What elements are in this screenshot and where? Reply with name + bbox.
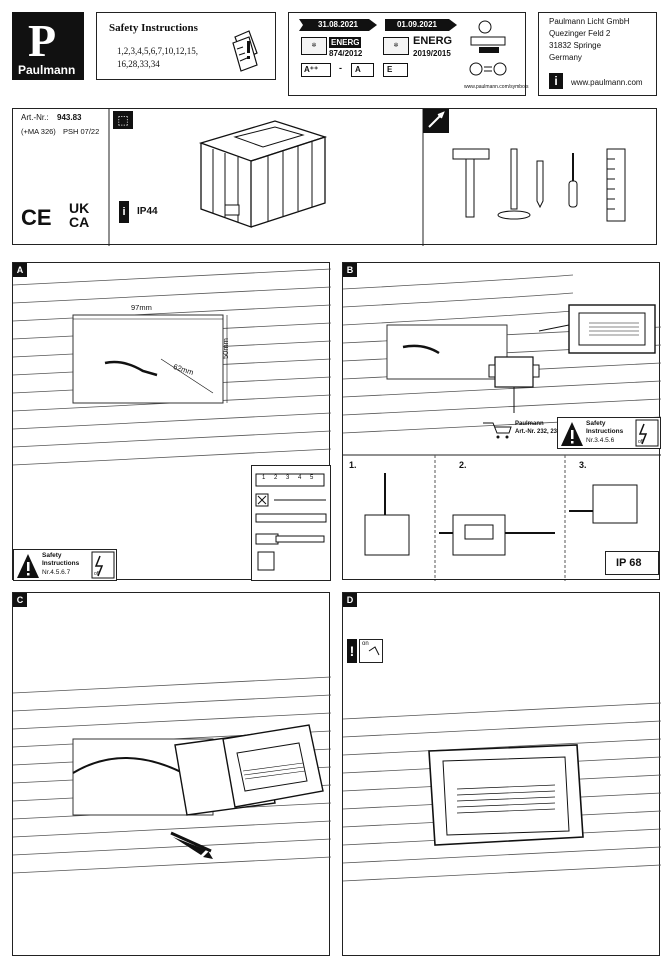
safety-instructions-box: Safety Instructions 1,2,3,4,5,6,7,10,12,… bbox=[96, 12, 276, 80]
ip-rating: IP44 bbox=[137, 206, 158, 217]
safety-notice-b: Safety Instructions Nr.3.4.5.6 off bbox=[557, 417, 661, 449]
company-country: Germany bbox=[549, 53, 582, 62]
energy-date-2: 01.09.2021 bbox=[385, 19, 449, 31]
panel-a: A 97mm 50mm 62mm 1 2 3 4 5 bbox=[12, 262, 332, 581]
eu-flag-icon-2: ✲ bbox=[383, 37, 409, 55]
document-warning-icon bbox=[232, 30, 258, 72]
ruler-num-4: 4 bbox=[298, 475, 302, 481]
article-ref: (+MA 326) bbox=[21, 127, 56, 136]
brick-wall-b bbox=[342, 274, 662, 581]
ukca-mark-bottom: CA bbox=[69, 214, 90, 230]
art-label-b: Art.-Nr. 232, 237 bbox=[515, 429, 561, 435]
safety-title: Safety Instructions bbox=[109, 22, 198, 34]
paulmann-label-b: Paulmann bbox=[515, 421, 544, 427]
dim-width: 97mm bbox=[131, 303, 152, 312]
cart-icon bbox=[483, 422, 512, 439]
panel-a-label: A bbox=[13, 263, 27, 277]
product-line-drawing bbox=[108, 109, 626, 246]
info-icon: i bbox=[549, 73, 563, 89]
panel-b: B Paulmann Art.-Nr bbox=[342, 262, 662, 581]
company-name: Paulmann Licht GmbH bbox=[549, 17, 630, 26]
energy-class-a-plus: A⁺⁺ bbox=[301, 63, 331, 77]
safety-nr-b: Nr.3.4.5.6 bbox=[586, 437, 615, 444]
ip68-label: IP 68 bbox=[616, 557, 642, 569]
switch-on-box: on bbox=[359, 639, 383, 663]
energy-class-a: A bbox=[351, 63, 374, 77]
logo-brand-name: Paulmann bbox=[18, 63, 76, 77]
eu-flag-icon: ✲ bbox=[301, 37, 327, 55]
safety-title-a2: Instructions bbox=[42, 560, 80, 567]
safety-nr-a: Nr.4.5.6.7 bbox=[42, 569, 71, 576]
ce-mark: CE bbox=[21, 205, 52, 230]
article-code: PSH 07/22 bbox=[63, 127, 100, 136]
safety-numbers-line1: 1,2,3,4,5,6,7,10,12,15, bbox=[117, 46, 198, 56]
panel-d-label: D bbox=[343, 593, 357, 607]
safety-notice-a: Safety Instructions Nr.4.5.6.7 off bbox=[13, 549, 117, 581]
panel-b-label: B bbox=[343, 263, 357, 277]
energy-class-dash: - bbox=[339, 63, 342, 73]
step-3-label: 3. bbox=[579, 460, 587, 470]
panel-c: C bbox=[12, 592, 332, 956]
warning-triangle-icon-b bbox=[561, 419, 659, 447]
brick-wall-a bbox=[12, 268, 332, 466]
package-icon: ⬚ bbox=[113, 111, 133, 129]
product-info-box: Art.-Nr.: 943.83 (+MA 326) PSH 07/22 ⬚ C… bbox=[12, 108, 657, 246]
ruler-num-3: 3 bbox=[286, 475, 290, 481]
energy-class-e: E bbox=[383, 63, 408, 77]
safety-numbers-line2: 16,28,33,34 bbox=[117, 59, 160, 69]
company-web: www.paulmann.com bbox=[571, 78, 643, 87]
symbols-icon bbox=[469, 20, 507, 76]
energy-energ-2: ENERG bbox=[413, 35, 453, 47]
install-drawing-c bbox=[12, 676, 332, 874]
article-number: 943.83 bbox=[57, 113, 82, 122]
ukca-mark-top: UK bbox=[69, 200, 90, 216]
info-icon-ip: i bbox=[119, 201, 129, 223]
safety-title-a1: Safety bbox=[42, 552, 62, 559]
panel-d: D ! on bbox=[342, 592, 662, 956]
tools-drawing-a bbox=[255, 473, 327, 571]
energy-reg-2: 2019/2015 bbox=[413, 49, 451, 58]
ip68-badge: IP 68 bbox=[605, 551, 659, 575]
step-1-label: 1. bbox=[349, 460, 357, 470]
off-label-a: off bbox=[94, 571, 100, 577]
energy-label-box: 31.08.2021 01.09.2021 ✲ ENERG 874/2012 ✲… bbox=[288, 12, 529, 96]
company-info-box: Paulmann Licht GmbH Quezinger Feld 2 318… bbox=[538, 12, 657, 96]
ruler-num-5: 5 bbox=[310, 475, 314, 481]
paulmann-logo: P Paulmann bbox=[12, 12, 84, 80]
energy-reg-1: 874/2012 bbox=[329, 49, 363, 58]
step-2-label: 2. bbox=[459, 460, 467, 470]
warning-triangle-icon bbox=[17, 551, 115, 579]
warning-exclamation-icon: ! bbox=[347, 639, 357, 663]
energy-url: www.paulmann.com/symbols bbox=[464, 84, 529, 90]
install-drawing-d bbox=[342, 646, 662, 882]
dim-height: 50mm bbox=[221, 338, 230, 359]
tools-inset-a: 1 2 3 4 5 bbox=[251, 465, 331, 581]
logo-letter: P bbox=[28, 15, 57, 66]
arrow-right-icon bbox=[299, 19, 457, 31]
energy-energ-1: ENERG bbox=[329, 37, 362, 48]
panel-c-label: C bbox=[13, 593, 27, 607]
on-label: on bbox=[362, 641, 369, 647]
energy-date-1: 31.08.2021 bbox=[307, 19, 369, 31]
ruler-num-1: 1 bbox=[262, 475, 266, 481]
safety-title-b2: Instructions bbox=[586, 428, 624, 435]
company-city: 31832 Springe bbox=[549, 41, 602, 50]
ruler-num-2: 2 bbox=[274, 475, 278, 481]
safety-title-b1: Safety bbox=[586, 420, 606, 427]
off-label-b: off bbox=[638, 439, 644, 445]
article-label: Art.-Nr.: bbox=[21, 113, 49, 122]
company-street: Quezinger Feld 2 bbox=[549, 29, 611, 38]
